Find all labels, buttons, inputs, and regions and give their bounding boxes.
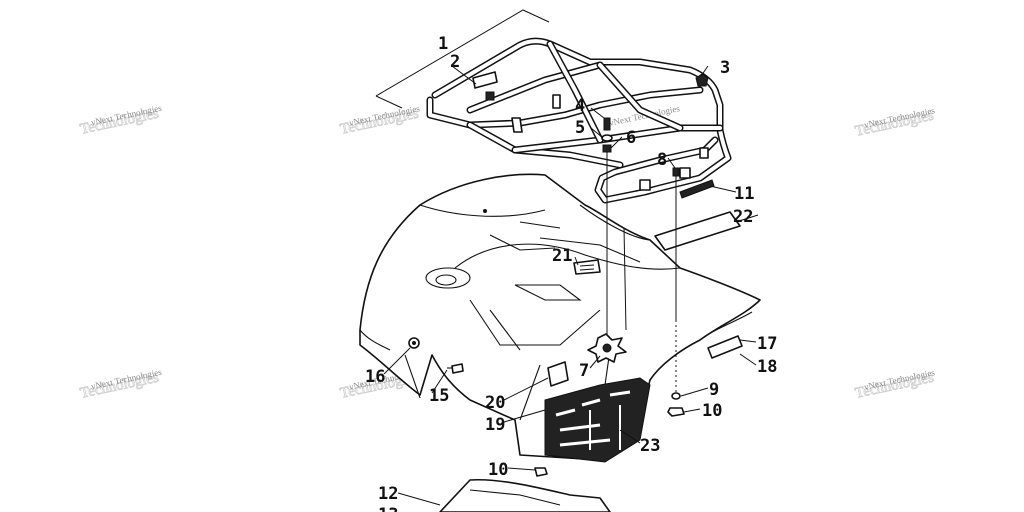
rack-bracket [472, 71, 498, 89]
callout-15: 15 [429, 386, 449, 406]
bushing [601, 134, 613, 142]
screw [451, 363, 464, 374]
callout-17: 17 [757, 334, 777, 354]
washer [671, 392, 681, 400]
callout-10b: 10 [488, 460, 508, 480]
callout-7: 7 [579, 361, 589, 381]
callout-19: 19 [485, 415, 505, 435]
leader-lines [383, 65, 759, 506]
callout-6: 6 [626, 128, 636, 148]
callout-11: 11 [734, 184, 754, 204]
callouts: 1 2 3 4 5 6 8 11 22 21 17 18 7 9 10 16 1… [365, 34, 777, 512]
callout-12: 12 [378, 484, 398, 504]
callout-22: 22 [733, 207, 753, 227]
callout-5: 5 [575, 118, 585, 138]
bolt [603, 117, 611, 131]
assembly-bracket-end [375, 95, 403, 109]
end-cap [695, 73, 709, 87]
rack-decal [654, 211, 741, 251]
nut [667, 407, 685, 417]
rear-rack [426, 37, 732, 204]
warning-label [573, 259, 601, 275]
callout-20: 20 [485, 393, 505, 413]
callout-9: 9 [709, 380, 719, 400]
decal-small [547, 361, 569, 387]
callout-3: 3 [720, 58, 730, 78]
callout-21: 21 [552, 246, 572, 266]
callout-16: 16 [365, 367, 385, 387]
callout-2: 2 [450, 52, 460, 72]
callout-8: 8 [657, 150, 667, 170]
callout-13: 13 [378, 505, 398, 512]
rack-label [679, 179, 715, 199]
decal-graphic [544, 377, 651, 463]
callout-18: 18 [757, 357, 777, 377]
grommet [602, 343, 612, 353]
nut-lower [534, 467, 548, 477]
callout-4: 4 [575, 96, 585, 116]
callout-1: 1 [438, 34, 448, 54]
callout-10a: 10 [702, 401, 722, 421]
callout-23: 23 [640, 436, 660, 456]
rear-fender-body [359, 173, 761, 461]
reflector-plate [707, 335, 743, 359]
assembly-bracket [375, 9, 550, 97]
bolt-8 [672, 167, 680, 177]
